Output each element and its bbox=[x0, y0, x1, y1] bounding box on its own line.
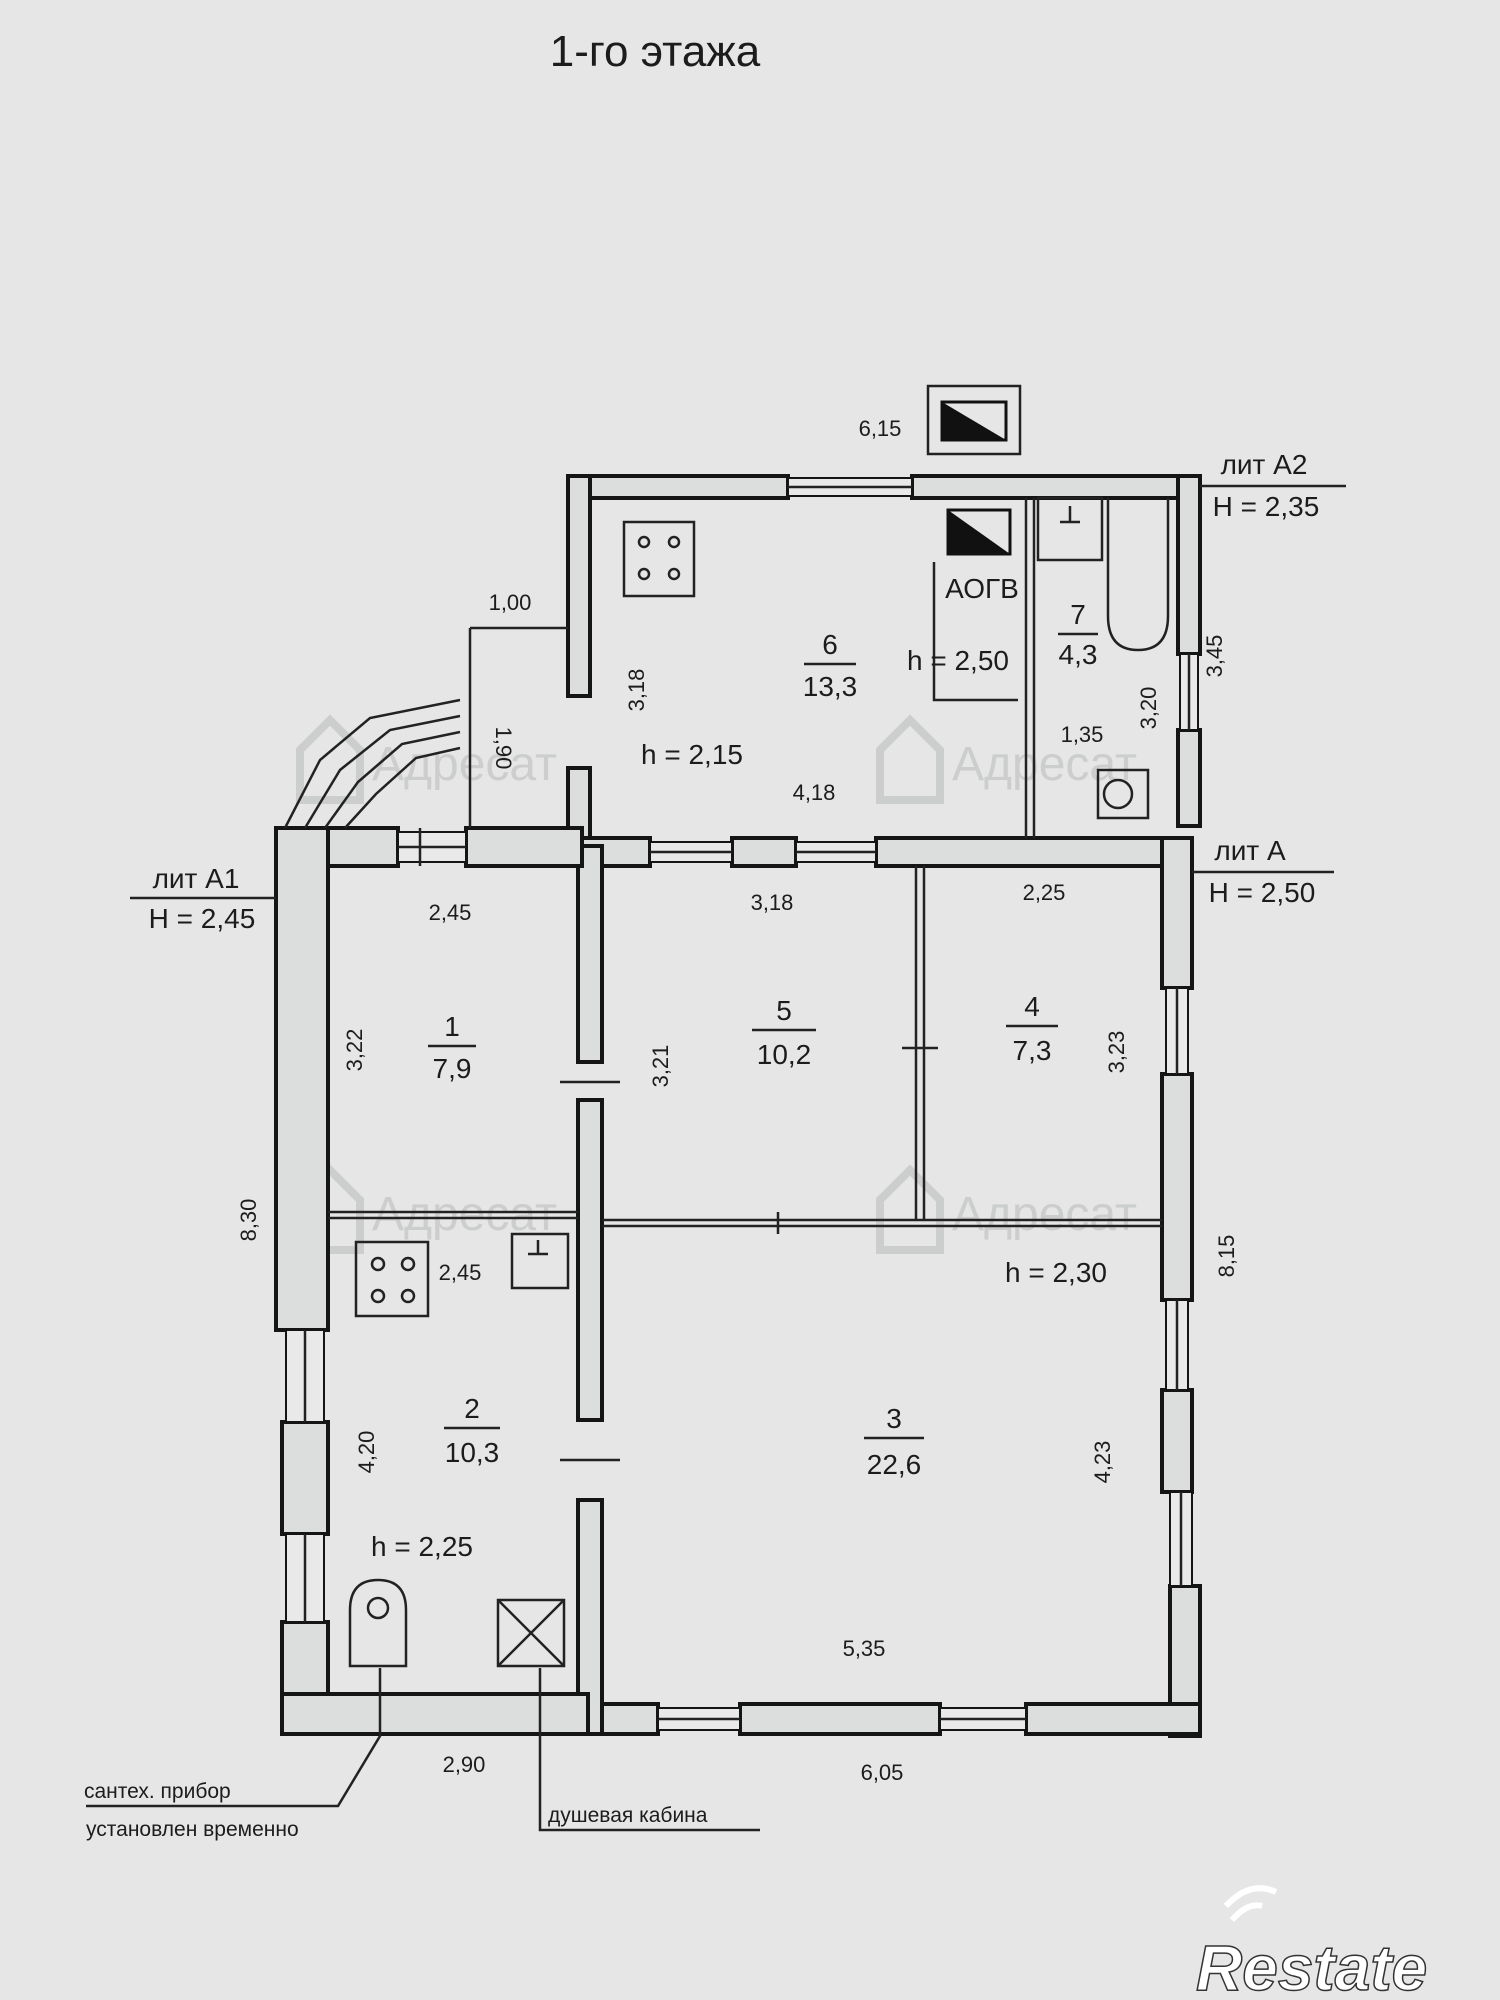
notes: сантех. прибор установлен временно душев… bbox=[84, 1780, 708, 1841]
brand-logo: Restate bbox=[1195, 1885, 1428, 2000]
ceiling-heights: h = 2,50 h = 2,15 h = 2,30 h = 2,25 АОГВ bbox=[371, 573, 1107, 1562]
signal-arcs-icon bbox=[1223, 1885, 1278, 1923]
dim-6-05: 6,05 bbox=[861, 1760, 904, 1785]
liter-a1-name: лит А1 bbox=[153, 863, 240, 894]
dim-8-30: 8,30 bbox=[236, 1199, 261, 1242]
dim-2-45-room2: 2,45 bbox=[439, 1260, 482, 1285]
room-3-area: 22,6 bbox=[867, 1449, 922, 1480]
room-7-number: 7 bbox=[1070, 599, 1086, 630]
dim-3-45: 3,45 bbox=[1202, 635, 1227, 678]
dim-1-90: 1,90 bbox=[491, 727, 516, 770]
brand-text: Restate bbox=[1196, 1932, 1427, 2000]
note-toilet-line1: сантех. прибор bbox=[84, 1780, 231, 1803]
room-1-number: 1 bbox=[444, 1011, 460, 1042]
room-5-area: 10,2 bbox=[757, 1039, 812, 1070]
room-3-height: h = 2,30 bbox=[1005, 1257, 1107, 1288]
dim-4-18: 4,18 bbox=[793, 780, 836, 805]
stove-icon bbox=[354, 1240, 430, 1318]
plan-title: 1-го этажа bbox=[550, 27, 761, 76]
note-toilet-line2: установлен временно bbox=[86, 1818, 299, 1841]
room-labels: 6 13,3 7 4,3 1 7,9 5 10,2 4 7,3 2 10,3 3… bbox=[428, 599, 1098, 1480]
walls bbox=[274, 474, 1202, 1738]
room-3-number: 3 bbox=[886, 1403, 902, 1434]
toilet-icon bbox=[1096, 768, 1150, 820]
toilet-icon bbox=[348, 1578, 408, 1668]
watermark-text: Адресат bbox=[952, 1188, 1137, 1241]
dim-4-20: 4,20 bbox=[354, 1431, 379, 1474]
boiler-label: АОГВ bbox=[945, 573, 1019, 604]
watermark-house-icon bbox=[296, 714, 364, 804]
room-6-number: 6 bbox=[822, 629, 838, 660]
room-2-area: 10,3 bbox=[445, 1437, 500, 1468]
note-shower: душевая кабина bbox=[548, 1804, 708, 1827]
liter-a-name: лит А bbox=[1214, 835, 1286, 866]
sink-icon bbox=[510, 1232, 570, 1290]
liter-a2-height: H = 2,35 bbox=[1213, 491, 1320, 522]
stove-icon bbox=[622, 520, 696, 598]
dim-1-00: 1,00 bbox=[489, 590, 532, 615]
dim-2-45-room1: 2,45 bbox=[429, 900, 472, 925]
dim-3-18-kitchen: 3,18 bbox=[624, 669, 649, 712]
dimension-labels: 6,15 1,00 1,90 3,18 4,18 3,45 3,20 1,35 … bbox=[236, 416, 1239, 1785]
room-6-area: 13,3 bbox=[803, 671, 858, 702]
room-2-number: 2 bbox=[464, 1393, 480, 1424]
dim-1-35: 1,35 bbox=[1061, 722, 1104, 747]
vestibule-height: h = 2,15 bbox=[641, 739, 743, 770]
dim-2-25: 2,25 bbox=[1023, 880, 1066, 905]
dim-3-20: 3,20 bbox=[1136, 687, 1161, 730]
watermark-group: Адресат Адресат Адресат Адресат bbox=[296, 714, 1137, 1254]
liter-a-height: H = 2,50 bbox=[1209, 877, 1316, 908]
dim-6-15-top: 6,15 bbox=[859, 416, 902, 441]
external-boiler-box bbox=[926, 384, 1022, 456]
liter-a1-height: H = 2,45 bbox=[149, 903, 256, 934]
bath-sink-icon bbox=[1036, 496, 1104, 562]
bathtub-icon bbox=[1106, 498, 1170, 652]
room-5-number: 5 bbox=[776, 995, 792, 1026]
windows bbox=[285, 477, 1199, 1731]
partitions bbox=[283, 498, 1162, 1462]
room-7-area: 4,3 bbox=[1059, 639, 1098, 670]
dim-3-18-room5: 3,18 bbox=[751, 890, 794, 915]
dim-8-15: 8,15 bbox=[1214, 1235, 1239, 1278]
room-1-area: 7,9 bbox=[433, 1053, 472, 1084]
watermark-text: Адресат bbox=[372, 1188, 557, 1241]
watermark-house-icon bbox=[876, 1164, 944, 1254]
watermark-house-icon bbox=[876, 714, 944, 804]
room-4-number: 4 bbox=[1024, 991, 1040, 1022]
room-4-area: 7,3 bbox=[1013, 1035, 1052, 1066]
dim-3-22: 3,22 bbox=[342, 1029, 367, 1072]
liter-a2-name: лит А2 bbox=[1221, 449, 1308, 480]
dim-3-21: 3,21 bbox=[648, 1045, 673, 1088]
fixtures bbox=[348, 384, 1170, 1668]
shower-cabin-icon bbox=[496, 1598, 566, 1668]
watermark-text: Адресат bbox=[372, 738, 557, 791]
dim-3-23: 3,23 bbox=[1104, 1031, 1129, 1074]
liter-labels: лит А2 H = 2,35 лит А H = 2,50 лит А1 H … bbox=[149, 449, 1320, 934]
boiler-icon-fill bbox=[942, 402, 1006, 440]
kitchen-height: h = 2,50 bbox=[907, 645, 1009, 676]
dim-5-35: 5,35 bbox=[843, 1636, 886, 1661]
dim-2-90: 2,90 bbox=[443, 1752, 486, 1777]
room-2-height: h = 2,25 bbox=[371, 1531, 473, 1562]
watermark-text: Адресат bbox=[952, 738, 1137, 791]
dim-4-23: 4,23 bbox=[1090, 1441, 1115, 1484]
